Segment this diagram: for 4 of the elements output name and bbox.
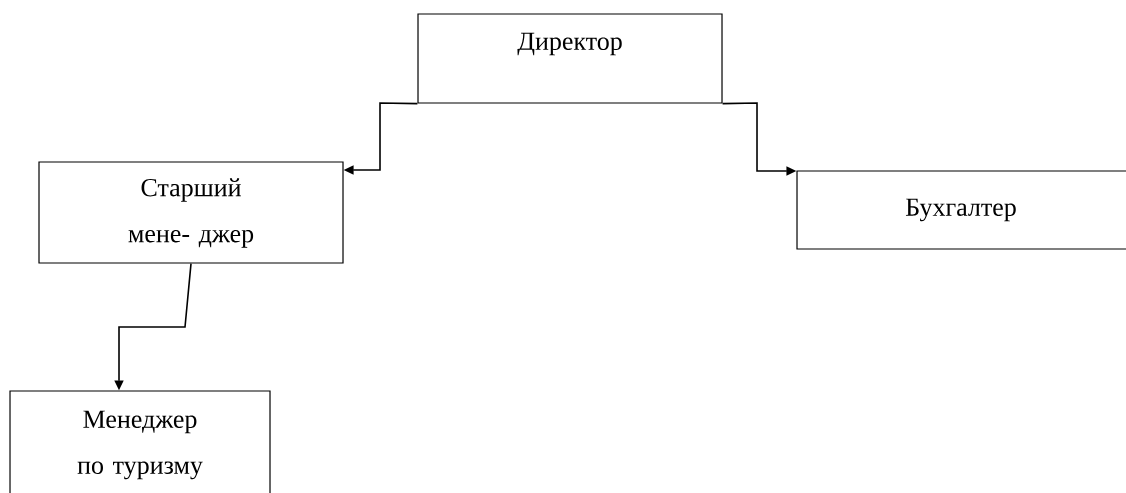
- org-box: Бухгалтер: [796, 170, 1126, 250]
- org-box: Старший мене- джер: [38, 161, 344, 264]
- org-box: Директор: [417, 13, 723, 104]
- org-box: Менеджер по туризму: [9, 390, 271, 493]
